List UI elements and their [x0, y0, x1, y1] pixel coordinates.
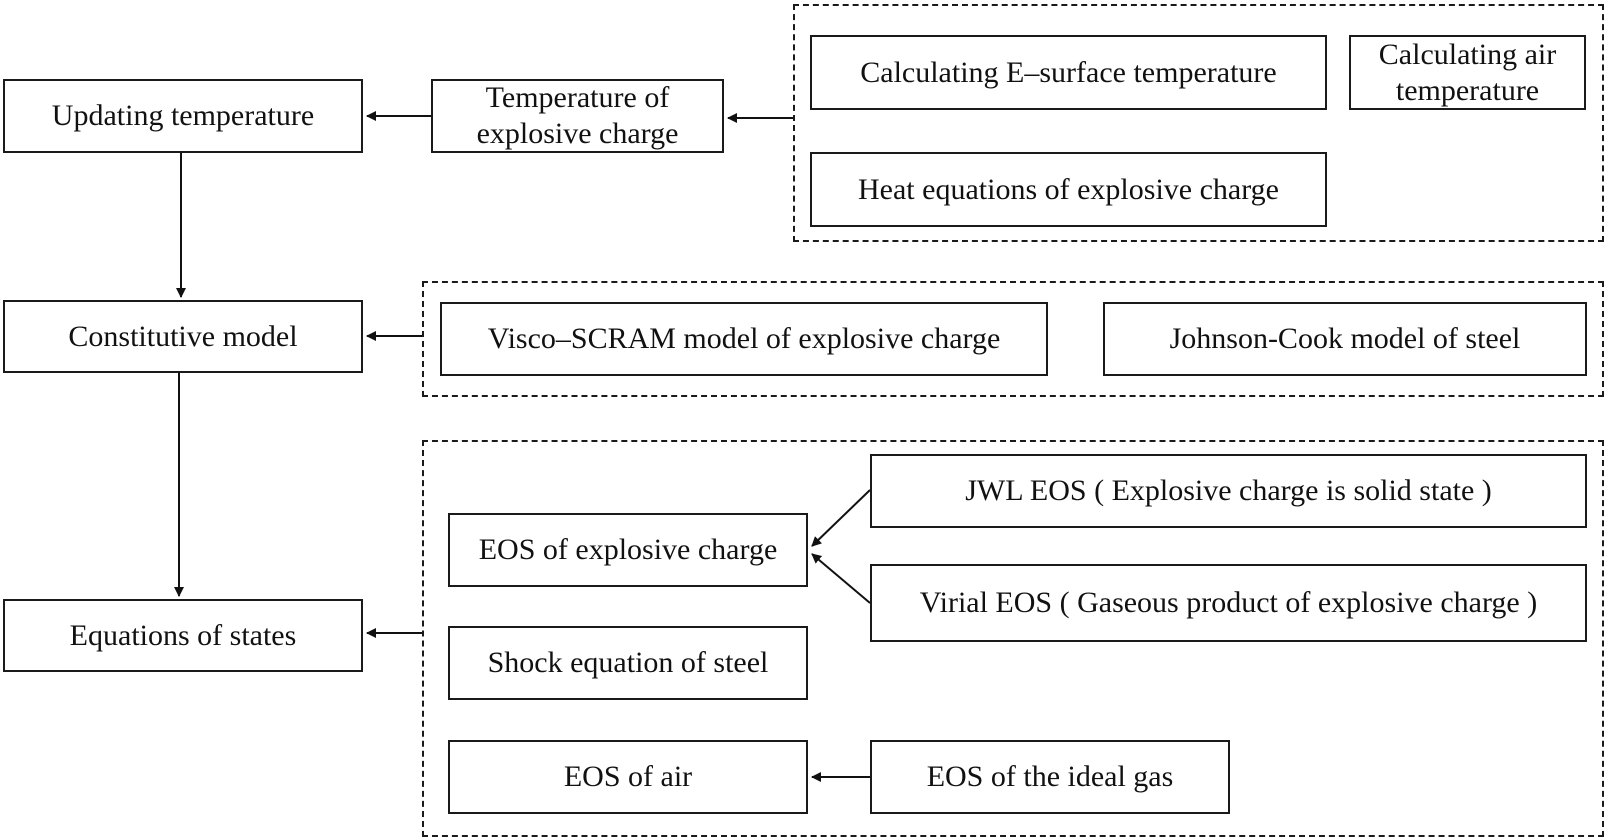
air-temperature-label: Calculating air temperature — [1378, 37, 1557, 107]
heat-equations-label: Heat equations of explosive charge — [858, 172, 1279, 206]
constitutive-model-box: Constitutive model — [3, 300, 363, 373]
constitutive-model-label: Constitutive model — [68, 319, 298, 353]
eos-air-label: EOS of air — [563, 760, 693, 793]
e-surface-temperature-label: Calculating E–surface temperature — [860, 55, 1277, 89]
temperature-of-explosive-charge-label: Temperature of explosive charge — [476, 81, 679, 150]
equations-of-states-box: Equations of states — [3, 599, 363, 672]
equations-of-state-group — [422, 440, 1604, 837]
jwl-eos-box: JWL EOS ( Explosive charge is solid stat… — [870, 454, 1587, 528]
temperature-of-explosive-charge-box: Temperature of explosive charge — [431, 79, 724, 153]
visco-scram-box: Visco–SCRAM model of explosive charge — [440, 302, 1048, 376]
equations-of-states-label: Equations of states — [69, 618, 297, 652]
shock-equation-steel-label: Shock equation of steel — [487, 646, 769, 679]
eos-air-box: EOS of air — [448, 740, 808, 814]
virial-eos-label: Virial EOS ( Gaseous product of explosiv… — [919, 586, 1538, 619]
constitutive-model-group — [422, 281, 1604, 397]
jwl-eos-label: JWL EOS ( Explosive charge is solid stat… — [965, 474, 1492, 507]
johnson-cook-box: Johnson-Cook model of steel — [1103, 302, 1587, 376]
eos-explosive-charge-box: EOS of explosive charge — [448, 513, 808, 587]
johnson-cook-label: Johnson-Cook model of steel — [1169, 322, 1521, 355]
arrow-jwl-to-eos-charge — [811, 489, 871, 547]
heat-equations-box: Heat equations of explosive charge — [810, 152, 1327, 227]
updating-temperature-box: Updating temperature — [3, 79, 363, 153]
shock-equation-steel-box: Shock equation of steel — [448, 626, 808, 700]
visco-scram-label: Visco–SCRAM model of explosive charge — [487, 322, 1001, 355]
eos-ideal-gas-box: EOS of the ideal gas — [870, 740, 1230, 814]
air-temperature-box: Calculating air temperature — [1349, 35, 1586, 110]
eos-ideal-gas-label: EOS of the ideal gas — [926, 760, 1174, 793]
eos-explosive-charge-label: EOS of explosive charge — [478, 533, 778, 566]
temperature-calculation-group — [793, 4, 1604, 242]
updating-temperature-label: Updating temperature — [51, 99, 315, 132]
e-surface-temperature-box: Calculating E–surface temperature — [810, 35, 1327, 110]
virial-eos-box: Virial EOS ( Gaseous product of explosiv… — [870, 564, 1587, 642]
arrow-virial-to-eos-charge — [811, 553, 871, 604]
